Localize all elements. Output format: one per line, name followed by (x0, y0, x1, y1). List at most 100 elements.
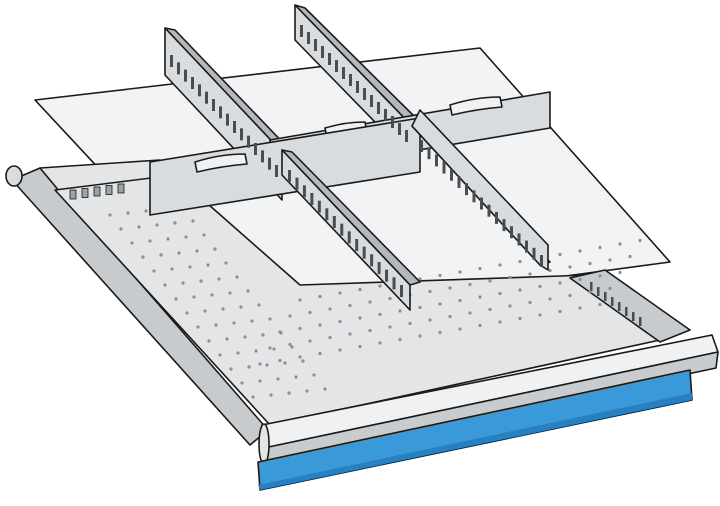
divider-slot (347, 231, 351, 244)
rail-slot (639, 317, 642, 326)
perforation-hole (338, 348, 342, 352)
perforation-hole (558, 309, 562, 314)
divider-slot (487, 204, 491, 217)
perforation-hole (448, 314, 452, 319)
divider-slot (480, 197, 483, 210)
divider-slot (295, 177, 299, 190)
divider-slot (321, 46, 324, 58)
divider-slot (184, 69, 187, 82)
perforation-hole (438, 302, 442, 306)
perforation-hole (638, 238, 642, 243)
perforation-hole (538, 284, 542, 289)
rail-slot (604, 292, 607, 301)
perforation-hole (328, 335, 332, 340)
perforation-hole (246, 289, 250, 293)
perforation-hole (358, 287, 362, 292)
perforation-hole (184, 235, 188, 239)
perforation-hole (588, 261, 592, 266)
perforation-hole (398, 309, 402, 313)
rail-slot (611, 297, 614, 306)
divider-slot (349, 74, 352, 86)
divider-slot (342, 67, 345, 79)
perforation-hole (598, 274, 602, 278)
drawer-front-handle-end (258, 423, 270, 465)
perforation-hole (608, 258, 612, 262)
perforation-hole (217, 277, 221, 281)
divider-slot (435, 154, 438, 167)
perforation-hole (269, 393, 273, 397)
divider-slot (385, 269, 389, 282)
perforation-hole (228, 291, 232, 295)
perforation-hole (235, 275, 239, 279)
perforation-hole (250, 319, 254, 323)
perforation-hole (312, 373, 316, 377)
perforation-hole (518, 259, 522, 264)
divider-slot (398, 123, 401, 135)
perforation-hole (283, 361, 287, 365)
perforation-hole (568, 293, 572, 298)
perforation-hole (240, 381, 244, 385)
perforation-hole (213, 247, 217, 251)
perforation-hole (177, 251, 181, 255)
divider-slot (205, 91, 208, 104)
perforation-hole (239, 305, 243, 309)
perforation-hole (568, 265, 572, 269)
perforation-hole (218, 353, 222, 357)
divider-slot (384, 109, 387, 121)
rail-slot (632, 312, 635, 321)
perforation-hole (358, 316, 362, 320)
divider-slot (465, 183, 468, 196)
perforation-hole (207, 339, 211, 343)
perforation-hole (318, 323, 322, 327)
perforation-hole (628, 254, 632, 259)
back-left-slots (69, 183, 125, 200)
perforation-hole (272, 347, 276, 351)
perforation-hole (318, 294, 322, 299)
perforation-hole (141, 255, 145, 259)
divider-slot (495, 211, 498, 224)
perforation-hole (288, 314, 292, 318)
divider-slot (457, 175, 461, 188)
divider-slot (268, 157, 271, 170)
perforation-hole (130, 241, 134, 245)
perforation-hole (144, 209, 148, 213)
perforation-hole (199, 279, 203, 283)
perforation-hole (301, 359, 305, 363)
perforation-hole (588, 290, 592, 294)
divider-slot (370, 254, 374, 267)
drawer-left-knob (5, 165, 23, 187)
perforation-hole (298, 355, 302, 359)
perforation-hole (203, 309, 207, 313)
right-rail-slots (590, 282, 642, 326)
perforation-hole (225, 337, 229, 341)
perforation-hole (258, 362, 262, 366)
perforation-hole (498, 320, 502, 324)
perforation-hole (438, 273, 442, 278)
perforation-hole (418, 277, 422, 281)
perforation-hole (196, 325, 200, 329)
divider-slot (233, 121, 236, 133)
perforation-hole (170, 267, 174, 271)
perforation-hole (388, 296, 392, 301)
perforation-hole (508, 304, 512, 308)
perforation-hole (598, 245, 602, 250)
perforation-hole (528, 300, 532, 305)
divider-slot (317, 200, 321, 213)
perforation-hole (448, 286, 452, 290)
back-slot (93, 186, 101, 197)
back-slot (81, 188, 89, 198)
perforation-hole (258, 379, 262, 383)
perforation-hole (268, 317, 272, 321)
divider-slot-combs (170, 25, 543, 297)
divider-slot (405, 130, 408, 142)
perforation-hole (188, 265, 192, 269)
perforation-hole (548, 268, 552, 273)
perforation-hole (163, 283, 167, 287)
perforation-hole (174, 297, 178, 301)
perforation-hole (323, 387, 327, 391)
divider-slot (502, 219, 506, 232)
perforation-hole (137, 225, 141, 229)
divider-slot (310, 193, 314, 205)
perforation-hole (388, 325, 392, 329)
